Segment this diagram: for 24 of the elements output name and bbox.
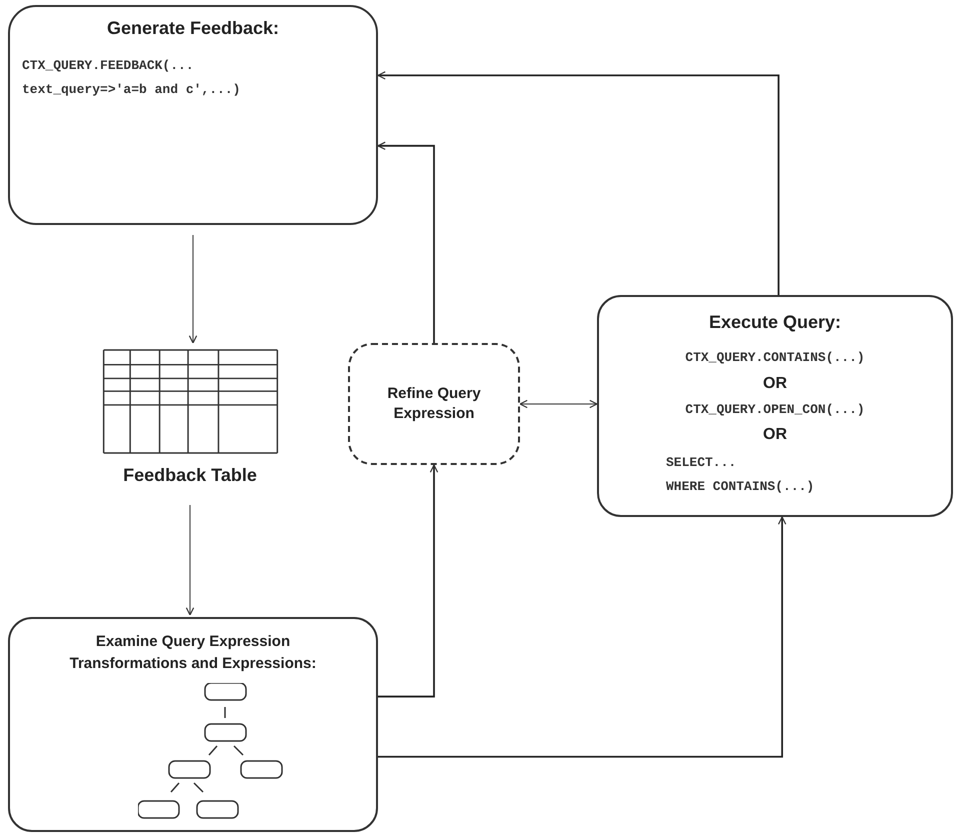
or-label: OR — [763, 425, 787, 445]
or-label: OR — [763, 374, 787, 394]
box-label: Refine Query Expression — [386, 384, 482, 424]
table-caption: Feedback Table — [123, 464, 257, 487]
arrow — [378, 516, 786, 758]
code-line: text_query=>'a=b and c',...) — [22, 81, 240, 99]
box-heading: Generate Feedback: — [106, 17, 280, 40]
arrow — [519, 400, 598, 408]
process-box — [8, 5, 378, 225]
code-line: CTX_QUERY.FEEDBACK(... — [22, 57, 194, 75]
process-box — [597, 295, 953, 517]
arrow — [377, 142, 435, 343]
code-line: CTX_QUERY.CONTAINS(...) — [685, 349, 865, 367]
process-box — [348, 343, 520, 465]
box-heading: Execute Query: — [708, 311, 842, 334]
box-heading: Examine Query Expression Transformations and Expressions: — [68, 632, 318, 674]
arrow — [377, 71, 780, 295]
code-line: CTX_QUERY.OPEN_CON(...) — [685, 400, 865, 418]
code-line: WHERE CONTAINS(...) — [666, 478, 814, 496]
arrow — [378, 464, 438, 698]
code-line: SELECT... — [666, 454, 736, 472]
arrow — [186, 505, 194, 616]
arrow — [188, 235, 198, 344]
process-box — [8, 617, 378, 832]
